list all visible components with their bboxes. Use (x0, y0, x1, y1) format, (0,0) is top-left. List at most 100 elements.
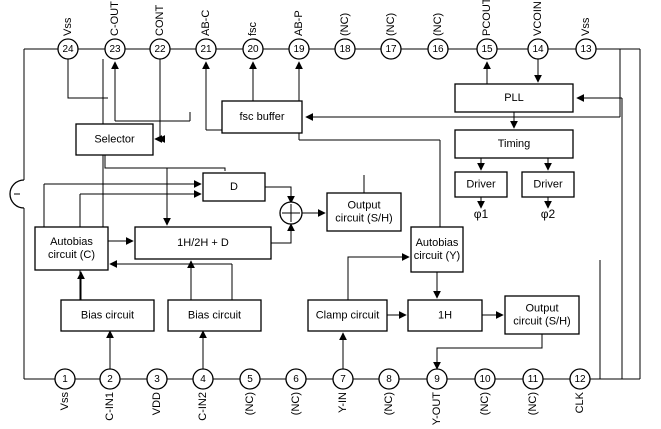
pin-circle-7[interactable] (332, 368, 354, 390)
pin-number-9: 9 (434, 374, 440, 385)
pin-label-20: fsc (247, 21, 259, 36)
pin-5[interactable]: 5(NC) (239, 368, 261, 415)
block-label-fsc_buffer: fsc buffer (239, 111, 284, 123)
pin-label-3: VDD (151, 392, 163, 415)
block-rect-bias_right (167, 299, 262, 332)
pin-label-16: (NC) (432, 13, 444, 36)
pin-circle-23[interactable] (104, 38, 126, 60)
block-label-autobias_c: Autobias (50, 236, 93, 248)
pin-circle-14[interactable] (527, 38, 549, 60)
pin-8[interactable]: 8(NC) (378, 368, 400, 415)
block-label-output_sh_bot: circuit (S/H) (513, 315, 570, 327)
pin-circle-3[interactable] (146, 368, 168, 390)
block-driver2: Driver (521, 171, 575, 198)
pin-number-12: 12 (574, 374, 586, 385)
pin-circle-24[interactable] (57, 38, 79, 60)
pin-circle-22[interactable] (149, 38, 171, 60)
pin-9[interactable]: 9Y-OUT (426, 368, 448, 425)
pin-17[interactable]: 17(NC) (380, 13, 402, 60)
pin-circle-15[interactable] (476, 38, 498, 60)
pin-label-1: Vss (59, 392, 71, 411)
pin-number-15: 15 (481, 44, 493, 55)
pin-2[interactable]: 2C-IN1 (99, 368, 121, 421)
block-rect-d_block (202, 172, 266, 202)
pin-label-24: Vss (62, 17, 74, 36)
pin-circle-2[interactable] (99, 368, 121, 390)
pin-circle-21[interactable] (195, 38, 217, 60)
pin-11[interactable]: 11(NC) (522, 368, 544, 415)
pin-circle-6[interactable] (285, 368, 307, 390)
pin-circle-12[interactable] (569, 368, 591, 390)
pin-number-23: 23 (109, 44, 121, 55)
pin-number-19: 19 (293, 44, 305, 55)
block-label-output_sh_bot: Output (525, 302, 558, 314)
pin-circle-20[interactable] (242, 38, 264, 60)
pin-number-10: 10 (479, 374, 491, 385)
clock-label-phi2: φ2 (541, 207, 556, 221)
pin-circle-1[interactable] (54, 368, 76, 390)
pin-number-14: 14 (532, 44, 544, 55)
block-label-timing: Timing (498, 138, 531, 150)
block-d_block: D (202, 172, 266, 202)
block-label-d_block: D (230, 181, 238, 193)
pin-24[interactable]: 24 Vss (57, 17, 79, 60)
pin-label-18: (NC) (339, 13, 351, 36)
block-rect-bias_left (60, 299, 155, 332)
pin-label-2: C-IN1 (104, 392, 116, 421)
pin-circle-13[interactable] (575, 38, 597, 60)
pin-circle-9[interactable] (426, 368, 448, 390)
pin-number-16: 16 (432, 44, 444, 55)
pin-circle-19[interactable] (288, 38, 310, 60)
pin-10[interactable]: 10 (NC) (474, 368, 496, 415)
block-h1: 1H (407, 299, 483, 332)
pin-circle-16[interactable] (427, 38, 449, 60)
block-label-autobias_y: circuit (Y) (414, 250, 460, 262)
pin-circle-5[interactable] (239, 368, 261, 390)
block-rect-selector (75, 123, 154, 156)
pin-18[interactable]: 18(NC) (334, 13, 356, 60)
block-label-pll: PLL (504, 92, 524, 104)
pin-4[interactable]: 4C-IN2 (192, 368, 214, 421)
pin-circle-8[interactable] (378, 368, 400, 390)
pin-label-8: (NC) (383, 392, 395, 415)
pin-circle-11[interactable] (522, 368, 544, 390)
pin-label-10: (NC) (479, 392, 491, 415)
pin-15[interactable]: 15 PCOUT (476, 0, 498, 60)
pin-label-15: PCOUT (481, 0, 493, 36)
pin-circle-18[interactable] (334, 38, 356, 60)
pin-label-11: (NC) (527, 392, 539, 415)
pin-circle-17[interactable] (380, 38, 402, 60)
pin-label-12: CLK (574, 391, 586, 413)
block-rect-autobias_c (34, 226, 109, 271)
pin-label-13: Vss (580, 17, 592, 36)
pin-number-24: 24 (62, 44, 74, 55)
pin-6[interactable]: 6(NC) (285, 368, 307, 415)
pin-circle-4[interactable] (192, 368, 214, 390)
block-label-autobias_c: circuit (C) (48, 249, 95, 261)
pin-label-22: CONT (154, 5, 166, 36)
pin-label-6: (NC) (290, 392, 302, 415)
pin-7[interactable]: 7Y-IN (332, 368, 354, 413)
block-rect-pll (454, 83, 574, 113)
pin-16[interactable]: 16 (NC) (427, 13, 449, 60)
block-clamp: Clamp circuit (307, 299, 388, 332)
pin-23[interactable]: 23C-OUT (104, 1, 126, 60)
block-bias_right: Bias circuit (167, 299, 262, 332)
pin-circle-10[interactable] (474, 368, 496, 390)
pin-number-17: 17 (385, 44, 397, 55)
block-label-driver1: Driver (466, 178, 496, 190)
